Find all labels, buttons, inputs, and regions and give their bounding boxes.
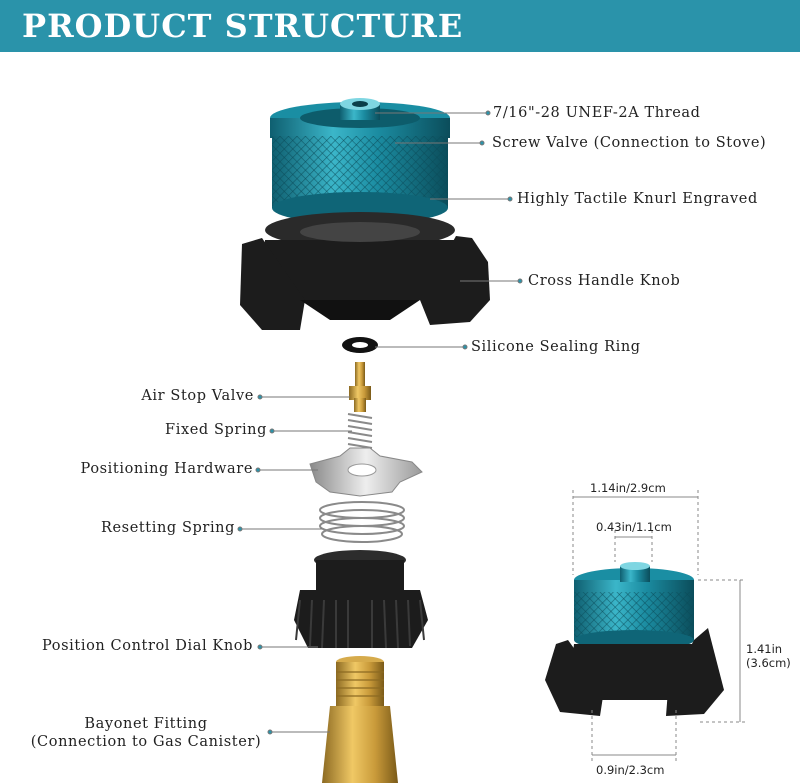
label-dial-knob: Position Control Dial Knob (42, 638, 253, 654)
label-knurl: Highly Tactile Knurl Engraved (517, 191, 758, 207)
label-bayonet-title: Bayonet Fitting (84, 716, 208, 732)
positioning-hardware-part (309, 447, 423, 497)
label-screw-valve: Screw Valve (Connection to Stove) (492, 135, 767, 151)
assembled-adapter-part (545, 562, 724, 716)
dim-base-width: 0.9in/2.3cm (596, 763, 665, 777)
title-banner: PRODUCT STRUCTURE (0, 0, 800, 52)
dim-outer-width: 1.14in/2.9cm (590, 481, 666, 495)
label-resetting-spring: Resetting Spring (100, 520, 235, 536)
air-stop-valve-part (349, 362, 371, 412)
sealing-ring-part (342, 337, 378, 353)
dim-height-in: 1.41in (746, 642, 783, 656)
bayonet-fitting-part (322, 656, 398, 783)
label-cross-handle: Cross Handle Knob (528, 273, 681, 289)
label-thread: 7/16"-28 UNEF-2A Thread (493, 105, 701, 121)
label-positioning-hardware: Positioning Hardware (80, 461, 253, 477)
fixed-spring-part (347, 413, 373, 455)
label-fixed-spring: Fixed Spring (165, 422, 267, 438)
label-bayonet-subtitle: (Connection to Gas Canister) (30, 734, 262, 750)
cross-handle-part (240, 212, 490, 330)
label-air-stop-valve: Air Stop Valve (141, 388, 254, 404)
page-title: PRODUCT STRUCTURE (22, 7, 464, 45)
dial-knob-part (294, 550, 428, 649)
dim-inner-width: 0.43in/1.1cm (596, 520, 672, 534)
dim-height-cm: (3.6cm) (746, 656, 791, 670)
resetting-spring-part (319, 501, 405, 543)
label-sealing-ring: Silicone Sealing Ring (471, 339, 641, 355)
